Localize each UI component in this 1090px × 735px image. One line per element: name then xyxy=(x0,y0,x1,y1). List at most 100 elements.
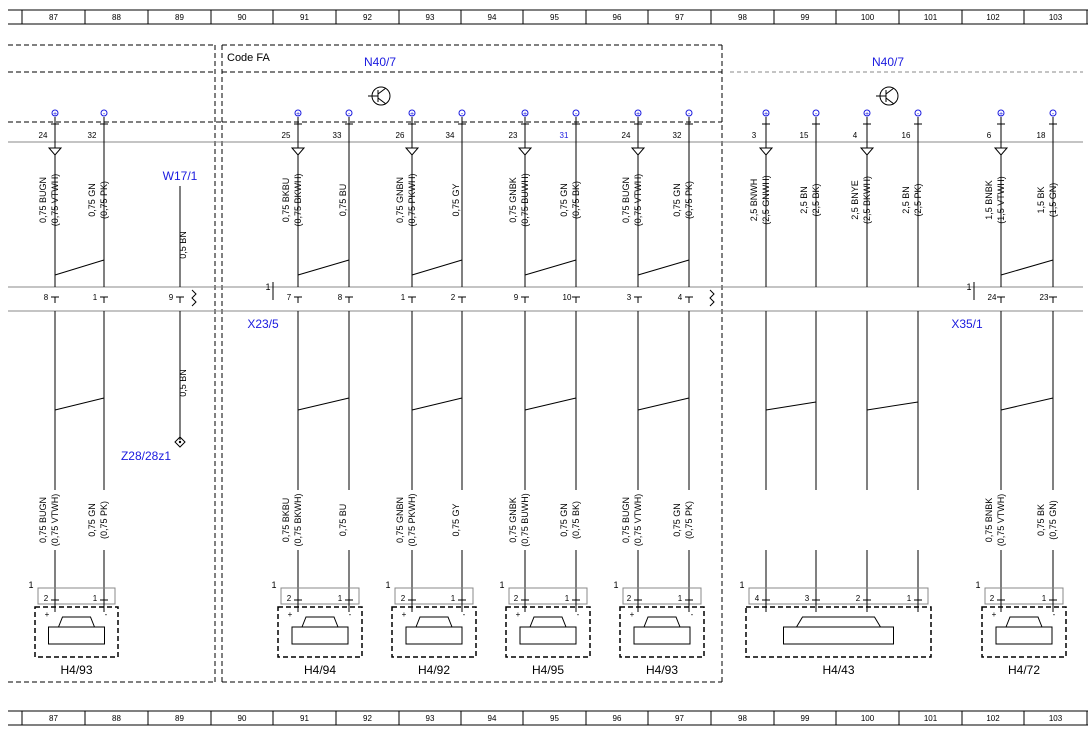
twist-mark xyxy=(411,259,463,276)
wire-label-line: (0,75 GN) xyxy=(1048,500,1058,540)
grid-number: 88 xyxy=(112,714,121,723)
wire-label-line: (2,5 GNWH) xyxy=(761,175,771,225)
transistor-lead xyxy=(377,87,387,95)
speaker-housing xyxy=(391,606,477,658)
terminal-sign: - xyxy=(815,111,818,118)
transistor-lead xyxy=(377,97,387,105)
speaker-connector-housing xyxy=(984,587,1064,605)
terminal-sign: + xyxy=(636,111,640,118)
terminal-sign: + xyxy=(53,111,57,118)
wire-column: -320,75 GN(0,75 PK) xyxy=(672,109,694,240)
speaker-label: H4/92 xyxy=(418,663,450,677)
terminal-sign: + xyxy=(523,111,527,118)
wire-label-lower: 0,75 GN(0,75 PK) xyxy=(87,501,109,539)
connector-pin-number: 24 xyxy=(988,293,997,302)
grid-number: 103 xyxy=(1049,714,1063,723)
connector-pin: 7 xyxy=(287,293,302,303)
ground-arrow-icon xyxy=(758,147,774,156)
ground-arrow-icon xyxy=(290,147,306,156)
wire-label-line: (2,5 PK) xyxy=(913,183,923,216)
wire-label-line: 0,75 GNBK xyxy=(508,177,518,223)
plus-terminal-icon xyxy=(408,109,416,117)
speaker-connector-housing xyxy=(394,587,474,605)
connector-pin-number: 8 xyxy=(338,293,343,302)
wire-column: +32,5 BNWH(2,5 GNWH) xyxy=(749,109,774,240)
wire-label-upper: 0,75 BKBU(0,75 BKWH) xyxy=(281,173,303,226)
wire-label-line: (1,5 GN) xyxy=(1048,183,1058,218)
connector-pin: 8 xyxy=(44,293,59,303)
grid-number: 91 xyxy=(300,714,309,723)
twist-mark xyxy=(1000,259,1054,276)
speaker-pin-number: 4 xyxy=(755,594,760,603)
grid-number: 94 xyxy=(488,13,497,22)
twist-mark xyxy=(54,397,105,411)
wire-label-line: (0,75 PK) xyxy=(99,181,109,219)
wire-column: +240,75 BUGN(0,75 VTWH) xyxy=(621,109,646,240)
pin-number: 23 xyxy=(509,131,518,140)
polarity-plus: + xyxy=(45,610,50,619)
connector-pin-number: 1 xyxy=(93,293,98,302)
wire-label-line: 0,75 GN xyxy=(559,183,569,217)
wire-label-upper: 0,75 BUGN(0,75 VTWH) xyxy=(621,174,643,227)
polarity-minus: - xyxy=(105,610,108,619)
speaker-cone xyxy=(58,616,95,628)
wire-label-line: 0,75 GN xyxy=(672,503,682,537)
module-label: N40/7 xyxy=(364,55,396,69)
connector-pin: 8 xyxy=(338,293,353,303)
wire-label-upper: 1,5 BK(1,5 GN) xyxy=(1036,183,1058,218)
grid-number: 89 xyxy=(175,13,184,22)
twist-mark xyxy=(637,397,690,411)
minus-terminal-icon xyxy=(458,109,466,117)
grid-number: 102 xyxy=(986,714,1000,723)
speaker-connector-housing xyxy=(748,587,929,605)
speaker-pin-number: 1 xyxy=(565,594,570,603)
splice-icon xyxy=(174,436,186,448)
pin-number: 15 xyxy=(800,131,809,140)
speaker-pin-number: 2 xyxy=(401,594,406,603)
code-fa-label: Code FA xyxy=(227,52,270,64)
connector-pin-number: 9 xyxy=(514,293,519,302)
wire-label-lower: 0,75 GNBN(0,75 PKWH) xyxy=(395,493,417,546)
terminal-sign: - xyxy=(1052,111,1055,118)
wire-label-line: 0,75 GNBK xyxy=(508,497,518,543)
speaker-pin-number: 2 xyxy=(627,594,632,603)
transistor-lead xyxy=(885,97,895,105)
polarity-plus: + xyxy=(516,610,521,619)
speaker-lead-number: 1 xyxy=(975,580,980,590)
speaker-pin-number: 2 xyxy=(514,594,519,603)
speaker-connector-housing xyxy=(280,587,360,605)
speaker-icon xyxy=(405,626,463,645)
wire-label-line: 0,75 GY xyxy=(451,183,461,216)
speaker-lead-number: 1 xyxy=(613,580,618,590)
wire-label-lower: 0,75 GY xyxy=(451,503,461,536)
wire-label-line: 0,75 GN xyxy=(672,183,682,217)
pin-number: 4 xyxy=(853,131,858,140)
wire-label-line: (0,75 BK) xyxy=(571,501,581,539)
wire-label-upper: 2,5 BN(2,5 BK) xyxy=(799,183,821,216)
connector-pin: 3 xyxy=(627,293,642,303)
wire-label-line: (0,75 VTWH) xyxy=(50,174,60,227)
grid-number: 99 xyxy=(801,714,810,723)
wire-label-line: 0,75 GN xyxy=(87,183,97,217)
plus-terminal-icon xyxy=(997,109,1005,117)
wire-label-ground: 0,5 BN xyxy=(178,369,188,397)
speaker-connector-housing xyxy=(508,587,588,605)
grid-number: 88 xyxy=(112,13,121,22)
wire-label-line: (0,75 PKWH) xyxy=(407,173,417,226)
twist-mark xyxy=(297,397,350,411)
connector-pin-number: 10 xyxy=(563,293,572,302)
speaker-lead-number: 1 xyxy=(499,580,504,590)
grid-number: 89 xyxy=(175,714,184,723)
grid-number: 92 xyxy=(363,13,372,22)
wire-label-line: (0,75 VTWH) xyxy=(633,494,643,547)
grid-number: 90 xyxy=(238,714,247,723)
terminal-sign: + xyxy=(865,111,869,118)
wire-label-line: 0,75 BU xyxy=(338,504,348,537)
speaker-label: H4/95 xyxy=(532,663,564,677)
polarity-plus: + xyxy=(630,610,635,619)
connector-pin-number: 7 xyxy=(287,293,292,302)
plus-terminal-icon xyxy=(762,109,770,117)
polarity-plus: + xyxy=(992,610,997,619)
grid-number: 92 xyxy=(363,714,372,723)
